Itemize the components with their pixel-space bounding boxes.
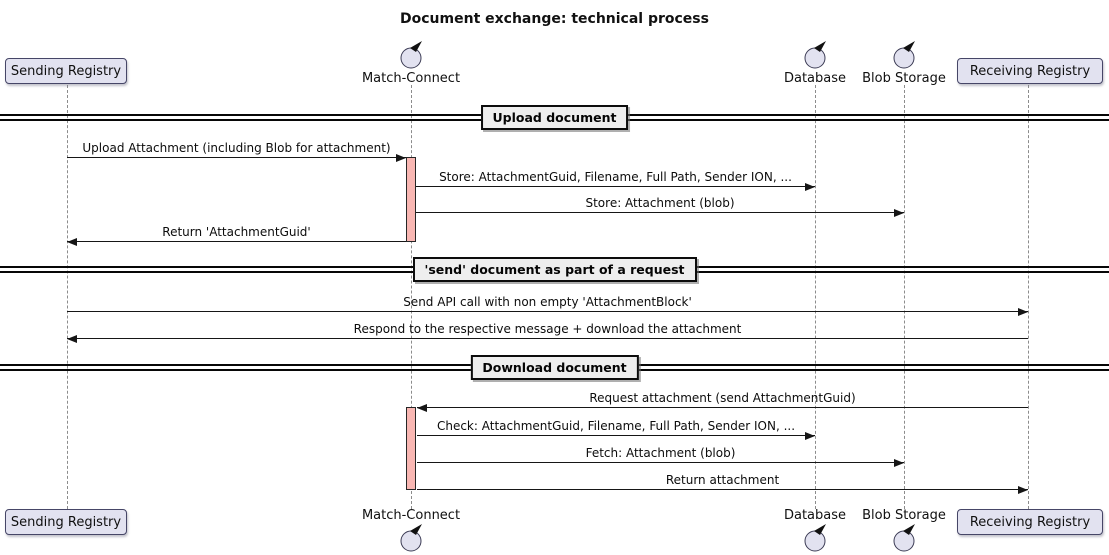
message-arrow bbox=[417, 485, 1028, 494]
message-label: Check: AttachmentGuid, Filename, Full Pa… bbox=[436, 419, 796, 433]
participant-match-connect-bottom: Match-Connect bbox=[361, 508, 461, 523]
message-label: Request attachment (send AttachmentGuid) bbox=[589, 391, 856, 405]
message-label: Return attachment bbox=[665, 473, 780, 487]
message-label: Send API call with non empty 'Attachment… bbox=[403, 295, 692, 309]
control-icon bbox=[893, 41, 915, 69]
message: Return 'AttachmentGuid' bbox=[67, 223, 406, 246]
lifeline-database bbox=[815, 85, 816, 509]
message: Upload Attachment (including Blob for at… bbox=[67, 139, 406, 162]
participant-sending-registry-bottom: Sending Registry bbox=[5, 509, 127, 535]
lifeline-receiving-registry bbox=[1028, 85, 1029, 509]
message-arrow bbox=[67, 237, 406, 246]
participant-receiving-registry-top: Receiving Registry bbox=[957, 58, 1103, 84]
divider-label-download: Download document bbox=[470, 355, 639, 380]
activation-download bbox=[406, 407, 416, 490]
message-arrow bbox=[417, 403, 1028, 412]
lifeline-match-connect bbox=[411, 85, 412, 509]
control-icon bbox=[400, 524, 422, 552]
control-icon bbox=[804, 524, 826, 552]
divider-label-upload: Upload document bbox=[480, 105, 629, 130]
message: Store: AttachmentGuid, Filename, Full Pa… bbox=[416, 168, 815, 191]
diagram-title: Document exchange: technical process bbox=[400, 11, 709, 27]
control-icon bbox=[400, 41, 422, 69]
activation-upload bbox=[406, 157, 416, 242]
message: Respond to the respective message + down… bbox=[67, 320, 1028, 343]
message: Fetch: Attachment (blob) bbox=[417, 444, 904, 467]
divider-label-send: 'send' document as part of a request bbox=[412, 257, 697, 282]
control-icon bbox=[893, 524, 915, 552]
participant-blob-storage-top: Blob Storage bbox=[862, 71, 946, 86]
message: Return attachment bbox=[417, 471, 1028, 494]
message-label: Store: AttachmentGuid, Filename, Full Pa… bbox=[439, 170, 792, 184]
message-arrow bbox=[67, 334, 1028, 343]
message-label: Respond to the respective message + down… bbox=[353, 322, 742, 336]
message-label: Fetch: Attachment (blob) bbox=[585, 446, 736, 460]
message-label: Store: Attachment (blob) bbox=[585, 196, 735, 210]
message-arrow bbox=[417, 431, 815, 440]
message-label: Upload Attachment (including Blob for at… bbox=[82, 141, 391, 155]
message: Store: Attachment (blob) bbox=[416, 194, 904, 217]
participant-database-top: Database bbox=[783, 71, 847, 86]
message: Check: AttachmentGuid, Filename, Full Pa… bbox=[417, 417, 815, 440]
participant-database-bottom: Database bbox=[783, 508, 847, 523]
message-label: Return 'AttachmentGuid' bbox=[162, 225, 311, 239]
lifeline-sending-registry bbox=[67, 85, 68, 509]
message: Request attachment (send AttachmentGuid) bbox=[417, 389, 1028, 412]
participant-label: Receiving Registry bbox=[969, 63, 1091, 79]
participant-blob-storage-bottom: Blob Storage bbox=[862, 508, 946, 523]
participant-label: Receiving Registry bbox=[969, 514, 1091, 530]
lifeline-blob-storage bbox=[904, 85, 905, 509]
participant-receiving-registry-bottom: Receiving Registry bbox=[957, 509, 1103, 535]
participant-label: Sending Registry bbox=[10, 514, 122, 530]
message-arrow bbox=[416, 208, 904, 217]
participant-label: Sending Registry bbox=[10, 63, 122, 79]
message-arrow bbox=[67, 153, 406, 162]
message-arrow bbox=[67, 307, 1028, 316]
participant-match-connect-top: Match-Connect bbox=[361, 71, 461, 86]
message: Send API call with non empty 'Attachment… bbox=[67, 293, 1028, 316]
participant-sending-registry-top: Sending Registry bbox=[5, 58, 127, 84]
control-icon bbox=[804, 41, 826, 69]
message-arrow bbox=[417, 458, 904, 467]
message-arrow bbox=[416, 182, 815, 191]
